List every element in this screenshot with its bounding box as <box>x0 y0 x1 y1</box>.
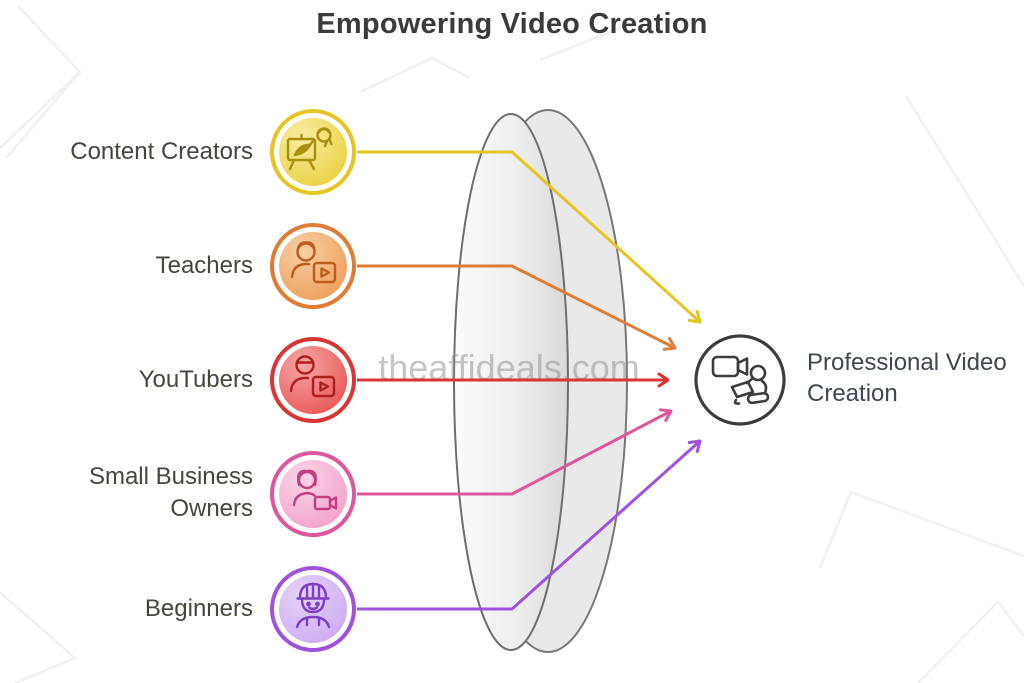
lens-shape <box>453 109 628 653</box>
label-content-creators: Content Creators <box>70 138 253 165</box>
arrow-content-creators <box>357 150 702 324</box>
bg-shape <box>0 590 78 683</box>
bg-shape <box>539 18 641 62</box>
youtuber-icon <box>270 337 356 423</box>
business-owner-icon <box>270 451 356 537</box>
teachers-node <box>269 222 357 310</box>
label-teachers: Teachers <box>155 252 253 279</box>
teacher-icon <box>270 223 356 309</box>
bg-shape <box>818 490 1024 569</box>
label-youtubers: YouTubers <box>138 366 253 393</box>
bg-shape <box>904 95 1024 287</box>
youtubers-node <box>269 336 357 424</box>
beginner-icon <box>270 566 356 652</box>
beginners-node <box>269 565 357 653</box>
bg-shape <box>917 600 1024 683</box>
page-title: Empowering Video Creation <box>316 8 708 40</box>
bg-shape <box>359 56 471 94</box>
professional-video-creation-node <box>692 332 788 428</box>
arrow-beginners <box>357 439 702 611</box>
bg-shape <box>0 71 81 149</box>
label-professional-video-creation: Professional Video Creation <box>807 349 1007 407</box>
arrow-small-business-owners <box>357 408 673 496</box>
video-creation-icon <box>694 334 786 426</box>
content-creators-node <box>269 108 357 196</box>
arrow-teachers <box>357 264 677 351</box>
content-creator-icon <box>270 109 356 195</box>
small-business-owners-node <box>269 450 357 538</box>
label-small-business-owners: Small Business Owners <box>88 463 253 522</box>
watermark: theaffideals.com <box>378 347 640 388</box>
label-beginners: Beginners <box>144 595 253 622</box>
